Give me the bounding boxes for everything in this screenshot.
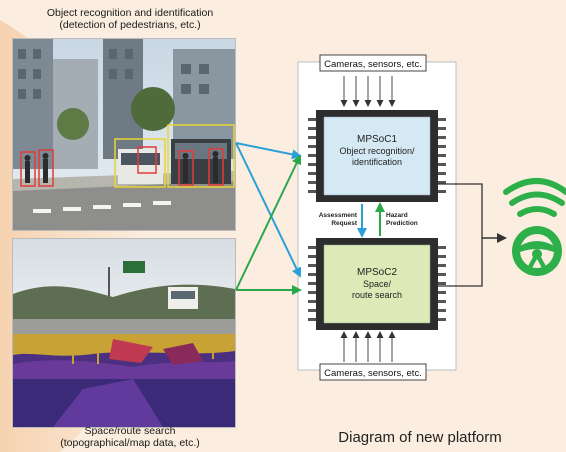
chip-pin bbox=[308, 190, 316, 193]
chip-pin bbox=[438, 190, 446, 193]
chip-pin bbox=[308, 318, 316, 321]
bottom-input-arrows bbox=[340, 331, 396, 362]
top-inputs-box bbox=[319, 54, 427, 72]
chip-pin bbox=[438, 318, 446, 321]
mpsoc2-die bbox=[323, 244, 431, 324]
mpsoc1-pins bbox=[308, 118, 446, 193]
chip-pin bbox=[308, 145, 316, 148]
chip-pin bbox=[438, 145, 446, 148]
chip-pin bbox=[308, 127, 316, 130]
mpsoc1-name: MPSoC1 bbox=[357, 134, 397, 145]
chip-pin bbox=[438, 282, 446, 285]
chip-pin bbox=[308, 282, 316, 285]
chip-pin bbox=[308, 273, 316, 276]
top-photo-caption: Object recognition and identification (d… bbox=[10, 7, 250, 31]
mpsoc1-function-line2: identification bbox=[352, 157, 402, 167]
chip-pin bbox=[438, 264, 446, 267]
mpsoc1-die bbox=[323, 116, 431, 196]
chip-pin bbox=[308, 255, 316, 258]
chip-pin bbox=[438, 300, 446, 303]
chip-pin bbox=[438, 309, 446, 312]
mpsoc1-function-line1: Object recognition/ bbox=[339, 146, 415, 156]
wireless-signal-icon bbox=[503, 178, 566, 217]
steering-wheel-icon bbox=[512, 226, 562, 276]
hazard-label-line2: Prediction bbox=[386, 220, 418, 227]
chip-pin bbox=[308, 264, 316, 267]
top-caption-line1: Object recognition and identification bbox=[46, 7, 214, 19]
hazard-label-line1: Hazard bbox=[386, 212, 408, 219]
top-caption-line2: (detection of pedestrians, etc.) bbox=[59, 18, 201, 31]
chip-pin bbox=[438, 246, 446, 249]
chip-output-lines bbox=[438, 183, 483, 287]
mpsoc2-pins bbox=[308, 246, 446, 321]
chip-pin bbox=[438, 163, 446, 166]
mpsoc2-function-line1: Space/ bbox=[363, 279, 392, 289]
chip-pin bbox=[438, 255, 446, 258]
chip-pin bbox=[438, 154, 446, 157]
diagram-title: Diagram of new platform bbox=[338, 429, 502, 446]
chip-pin bbox=[308, 181, 316, 184]
assessment-label-line2: Request bbox=[331, 220, 357, 227]
chip-pin bbox=[308, 291, 316, 294]
bottom-photo-caption: Space/route search (topographical/map da… bbox=[10, 425, 250, 449]
top-input-arrows bbox=[340, 76, 396, 107]
bottom-caption-line1: Space/route search bbox=[84, 425, 176, 437]
chip-pin bbox=[438, 273, 446, 276]
highway-segmentation-image bbox=[13, 239, 235, 427]
chip-pin bbox=[308, 118, 316, 121]
assessment-label-line1: Assessment bbox=[319, 212, 358, 219]
bottom-inputs-box bbox=[319, 363, 427, 381]
photo1-to-mpsoc1-arrow bbox=[235, 142, 302, 160]
chip-pin bbox=[308, 300, 316, 303]
chip-pin bbox=[308, 246, 316, 249]
photo1-to-mpsoc2-arrow bbox=[235, 142, 302, 278]
street-scene-image bbox=[13, 39, 235, 230]
chip-pin bbox=[438, 181, 446, 184]
chip-pin bbox=[308, 136, 316, 139]
chip-pin bbox=[438, 136, 446, 139]
mpsoc2-name: MPSoC2 bbox=[357, 267, 397, 278]
photo2-to-mpsoc1-arrow bbox=[235, 154, 302, 291]
chip-pin bbox=[438, 118, 446, 121]
pedestrian-detection-photo bbox=[12, 38, 236, 231]
route-search-photo bbox=[12, 238, 236, 428]
chip-pin bbox=[308, 172, 316, 175]
chip-pin bbox=[438, 127, 446, 130]
bottom-inputs-label: Cameras, sensors, etc. bbox=[324, 368, 422, 379]
chip-pin bbox=[308, 154, 316, 157]
chip-pin bbox=[438, 291, 446, 294]
mpsoc2-function-line2: route search bbox=[352, 290, 402, 300]
bottom-caption-line2: (topographical/map data, etc.) bbox=[60, 436, 200, 449]
chip-pin bbox=[438, 172, 446, 175]
top-inputs-label: Cameras, sensors, etc. bbox=[324, 59, 422, 70]
chip-pin bbox=[308, 309, 316, 312]
chip-pin bbox=[308, 163, 316, 166]
